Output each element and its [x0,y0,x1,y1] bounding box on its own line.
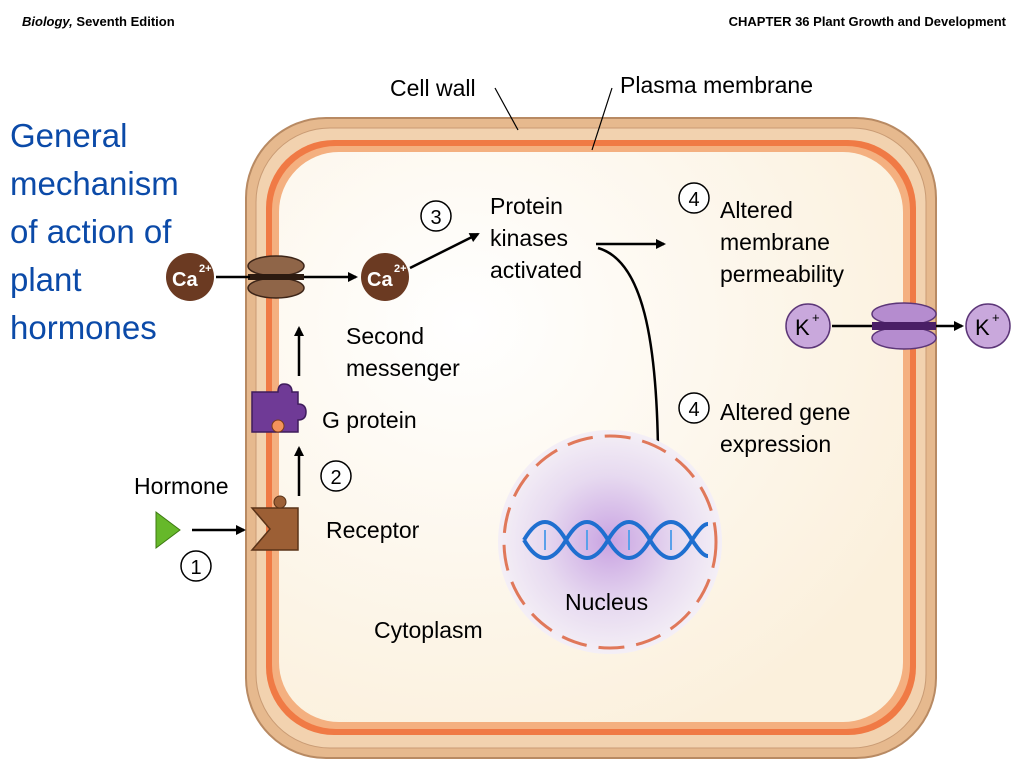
ca-symbol-inside: Ca [367,269,393,291]
book-title-rest: Seventh Edition [72,14,175,29]
cell-wall-pointer [494,87,519,131]
chapter-title: CHAPTER 36 Plant Growth and Development [728,14,1006,29]
step-3-marker: 3 [420,200,452,232]
plasma-membrane-pointer [591,87,613,151]
cell-wall-label: Cell wall [390,75,476,101]
potassium-ion-inside: K + [785,303,831,349]
receptor-label: Receptor [326,517,420,543]
protein-kinases-line-2: kinases [490,225,568,251]
hormone-molecule [155,511,181,549]
calcium-ion-outside: Ca 2+ [166,253,214,301]
book-title-italic: Biology, [22,14,73,29]
kinases-to-nucleus-arrow [597,246,664,492]
potassium-ion-outside: K + [965,303,1011,349]
calcium-ion-inside: Ca 2+ [361,253,409,301]
gene-expression-line-2: expression [720,431,831,457]
calcium-channel [247,255,305,299]
gene-expression-line-1: Altered gene [720,399,850,425]
nucleus-label: Nucleus [565,589,648,615]
ca-to-kinases-arrow [409,232,480,270]
potassium-channel [871,302,937,350]
ca-symbol-outside: Ca [172,269,198,291]
slide-title-line-4: plant [10,261,82,298]
g-protein-label: G protein [322,407,417,433]
step-4-gene-number: 4 [688,399,699,421]
protein-kinases-line-1: Protein [490,193,563,219]
membrane-perm-line-1: Altered [720,197,793,223]
cytoplasm-label: Cytoplasm [374,617,483,643]
step-1-marker: 1 [180,550,212,582]
second-messenger-line-1: Second [346,323,424,349]
k-symbol-outside: K [975,315,990,340]
step-4-gene-marker: 4 [678,392,710,424]
k-symbol-inside: K [795,315,810,340]
slide-title: General mechanism of action of plant hor… [10,112,230,352]
step-2-number: 2 [330,467,341,489]
second-messenger-line-2: messenger [346,355,460,381]
slide-title-line-3: of action of [10,213,172,250]
step-1-number: 1 [190,557,201,579]
step-3-number: 3 [430,207,441,229]
slide-title-line-5: hormones [10,309,157,346]
membrane-perm-line-2: membrane [720,229,830,255]
ca-charge-inside: 2+ [394,263,407,275]
k-charge-inside: + [812,310,820,325]
g-protein-shape [251,383,307,433]
dna-double-helix [522,520,709,560]
k-charge-outside: + [992,310,1000,325]
ca-charge-outside: 2+ [199,263,212,275]
step-4-membrane-marker: 4 [678,182,710,214]
step-2-marker: 2 [320,460,352,492]
book-title: Biology, Seventh Edition [22,14,175,29]
slide-title-line-1: General [10,117,128,154]
nuclear-envelope [502,434,718,650]
protein-kinases-line-3: activated [490,257,582,283]
plasma-membrane-label: Plasma membrane [620,72,813,98]
step-4-membrane-number: 4 [688,189,699,211]
membrane-perm-line-3: permeability [720,261,844,287]
slide-title-line-2: mechanism [10,165,179,202]
hormone-label: Hormone [134,473,229,499]
receptor-shape [250,495,299,551]
